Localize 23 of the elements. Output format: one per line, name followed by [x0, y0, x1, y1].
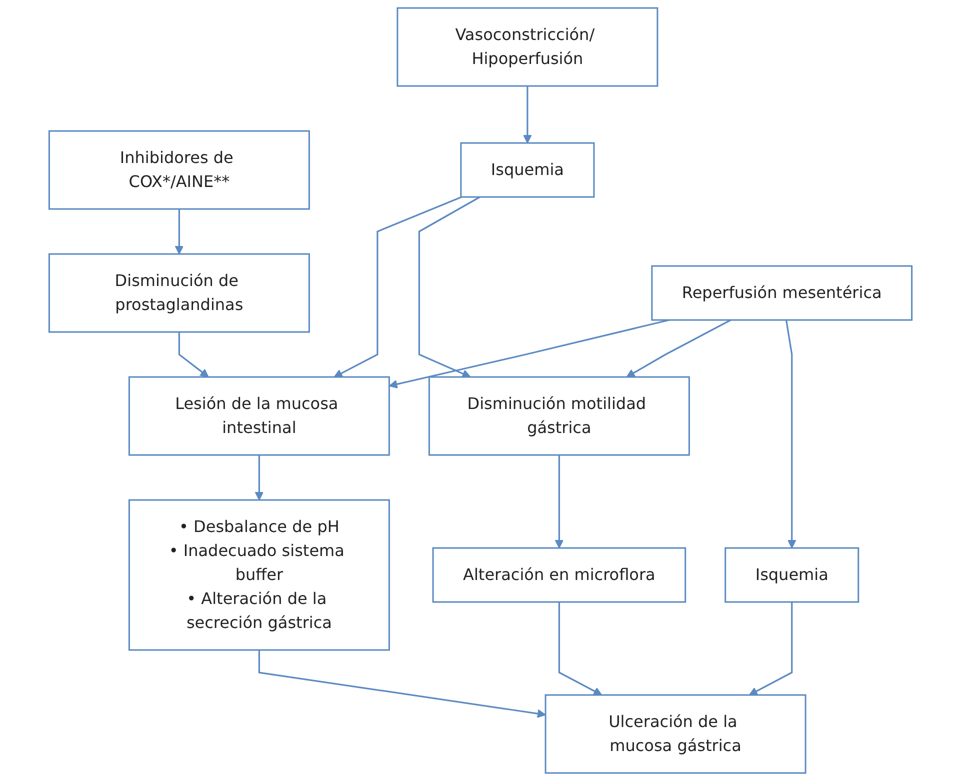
node-box: Isquemia [460, 142, 595, 198]
node-box: • Desbalance de pH • Inadecuado sistema buffer • Alteración de la secreción gástrica [128, 499, 390, 651]
arrow [554, 455, 564, 548]
arrow [418, 196, 480, 378]
node-box: Lesión de la mucosa intestinal [128, 376, 390, 456]
arrow [558, 602, 602, 696]
node-box: Alteración en microflora [432, 547, 686, 603]
arrow [748, 602, 793, 696]
arrow [785, 320, 796, 548]
arrow [334, 196, 462, 378]
node-box: Inhibidores de COX*/AINE** [48, 130, 310, 210]
arrow [523, 86, 532, 144]
node-box: Disminución motilidad gástrica [428, 376, 690, 456]
arrow [174, 209, 184, 254]
arrow [258, 650, 546, 718]
node-box: Reperfusión mesentérica [651, 265, 913, 321]
arrow [626, 319, 732, 378]
node-box: Isquemia [724, 547, 860, 603]
node-box: Ulceración de la mucosa gástrica [544, 694, 806, 774]
arrow [254, 455, 264, 500]
node-box: Vasoconstricción/ Hipoperfusión [396, 7, 658, 87]
arrow [178, 332, 209, 378]
node-box: Disminución de prostaglandinas [48, 253, 310, 333]
